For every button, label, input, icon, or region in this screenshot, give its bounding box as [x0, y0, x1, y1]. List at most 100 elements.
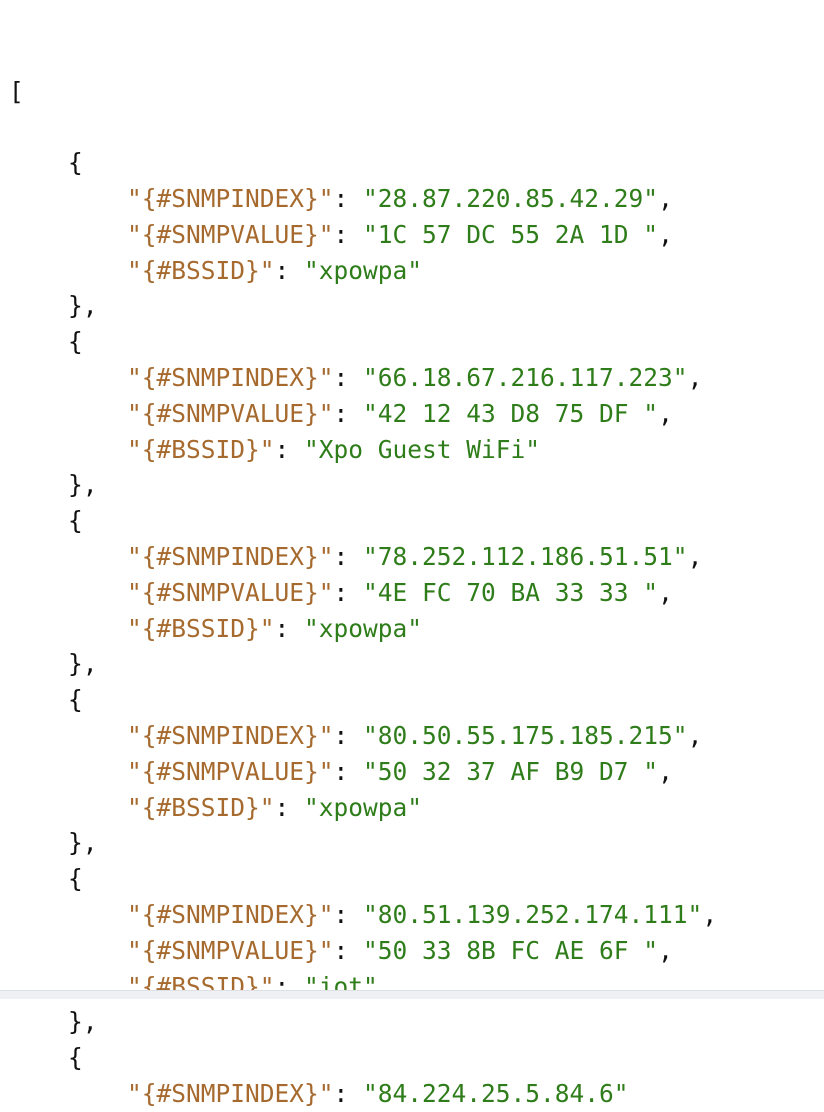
json-key: "{#SNMPINDEX}" — [127, 720, 334, 750]
comma: , — [658, 183, 673, 213]
json-property-line: "{#SNMPINDEX}": "66.18.67.216.117.223", — [9, 360, 717, 396]
indent — [9, 220, 127, 249]
colon: : — [274, 613, 305, 643]
json-key: "{#SNMPINDEX}" — [127, 183, 334, 213]
comma: , — [687, 720, 703, 750]
json-key: "{#SNMPINDEX}" — [127, 362, 334, 392]
code-line: { — [9, 324, 717, 360]
code-line: { — [9, 861, 717, 897]
close-brace: }, — [9, 291, 98, 321]
code-line: { — [9, 682, 717, 718]
indent — [9, 256, 127, 285]
open-brace: { — [9, 685, 83, 715]
json-key: "{#BSSID}" — [127, 434, 275, 464]
close-brace: }, — [9, 1007, 98, 1037]
colon: : — [333, 398, 364, 428]
open-brace: { — [9, 1043, 83, 1073]
open-array-bracket: [ — [9, 76, 24, 106]
indent — [9, 1079, 127, 1108]
colon: : — [333, 362, 364, 392]
comma: , — [658, 219, 673, 249]
comma: , — [658, 577, 673, 607]
json-value: "80.50.55.175.185.215" — [363, 720, 688, 750]
indent — [9, 363, 127, 392]
json-property-line: "{#SNMPVALUE}": "42 12 43 D8 75 DF ", — [9, 396, 717, 432]
json-value: "xpowpa" — [304, 792, 423, 822]
close-brace: }, — [9, 828, 98, 858]
json-code-view: [ { "{#SNMPINDEX}": "28.87.220.85.42.29"… — [9, 2, 717, 1112]
code-line: }, — [9, 288, 717, 324]
code-line: { — [9, 145, 717, 181]
colon: : — [333, 756, 364, 786]
json-key: "{#BSSID}" — [127, 613, 275, 643]
json-property-line: "{#SNMPINDEX}": "78.252.112.186.51.51", — [9, 539, 717, 575]
comma: , — [658, 398, 673, 428]
json-key: "{#SNMPINDEX}" — [127, 899, 334, 929]
json-key: "{#SNMPVALUE}" — [127, 935, 334, 965]
colon: : — [333, 183, 364, 213]
json-value: "50 33 8B FC AE 6F " — [363, 935, 659, 965]
code-line: }, — [9, 1004, 717, 1040]
indent — [9, 435, 127, 464]
comma: , — [702, 899, 718, 929]
json-value: "50 32 37 AF B9 D7 " — [363, 756, 659, 786]
code-line: }, — [9, 467, 717, 503]
horizontal-scrollbar-track[interactable] — [0, 990, 824, 999]
json-property-line: "{#SNMPVALUE}": "50 32 37 AF B9 D7 ", — [9, 754, 717, 790]
colon: : — [333, 1078, 364, 1108]
open-brace: { — [9, 327, 83, 357]
json-value: "xpowpa" — [304, 255, 423, 285]
json-property-line: "{#SNMPINDEX}": "80.50.55.175.185.215", — [9, 718, 717, 754]
colon: : — [274, 255, 305, 285]
open-brace: { — [9, 506, 83, 536]
code-line: { — [9, 503, 717, 539]
open-brace: { — [9, 148, 83, 178]
colon: : — [333, 935, 364, 965]
colon: : — [274, 792, 305, 822]
close-brace: }, — [9, 649, 98, 679]
json-value: "66.18.67.216.117.223" — [363, 362, 688, 392]
indent — [9, 793, 127, 822]
indent — [9, 900, 127, 929]
colon: : — [333, 541, 364, 571]
json-property-line: "{#BSSID}": "xpowpa" — [9, 253, 717, 289]
comma: , — [687, 541, 703, 571]
colon: : — [333, 899, 364, 929]
comma: , — [658, 756, 673, 786]
comma: , — [658, 935, 673, 965]
json-property-line: "{#BSSID}": "xpowpa" — [9, 790, 717, 826]
close-brace: }, — [9, 470, 98, 500]
json-key: "{#SNMPINDEX}" — [127, 541, 334, 571]
indent — [9, 721, 127, 750]
code-line: [ — [9, 74, 717, 110]
colon: : — [333, 720, 364, 750]
json-value: "4E FC 70 BA 33 33 " — [363, 577, 659, 607]
indent — [9, 936, 127, 965]
json-key: "{#SNMPVALUE}" — [127, 577, 334, 607]
json-property-line: "{#SNMPINDEX}": "84.224.25.5.84.6" — [9, 1076, 717, 1112]
code-line: }, — [9, 646, 717, 682]
json-value: "80.51.139.252.174.111" — [363, 899, 703, 929]
json-property-line: "{#SNMPVALUE}": "50 33 8B FC AE 6F ", — [9, 933, 717, 969]
code-line: { — [9, 1040, 717, 1076]
json-property-line: "{#BSSID}": "xpowpa" — [9, 611, 717, 647]
indent — [9, 399, 127, 428]
code-line: }, — [9, 825, 717, 861]
json-value: "xpowpa" — [304, 613, 423, 643]
colon: : — [333, 577, 364, 607]
json-key: "{#SNMPVALUE}" — [127, 756, 334, 786]
indent — [9, 757, 127, 786]
json-key: "{#BSSID}" — [127, 792, 275, 822]
indent — [9, 542, 127, 571]
json-property-line: "{#SNMPVALUE}": "4E FC 70 BA 33 33 ", — [9, 575, 717, 611]
json-value: "Xpo Guest WiFi" — [304, 434, 541, 464]
json-property-line: "{#SNMPVALUE}": "1C 57 DC 55 2A 1D ", — [9, 217, 717, 253]
json-key: "{#SNMPVALUE}" — [127, 398, 334, 428]
json-value: "84.224.25.5.84.6" — [363, 1078, 629, 1108]
comma: , — [687, 362, 703, 392]
json-value: "42 12 43 D8 75 DF " — [363, 398, 659, 428]
json-value: "78.252.112.186.51.51" — [363, 541, 688, 571]
colon: : — [333, 219, 364, 249]
json-property-line: "{#SNMPINDEX}": "28.87.220.85.42.29", — [9, 181, 717, 217]
colon: : — [274, 434, 305, 464]
